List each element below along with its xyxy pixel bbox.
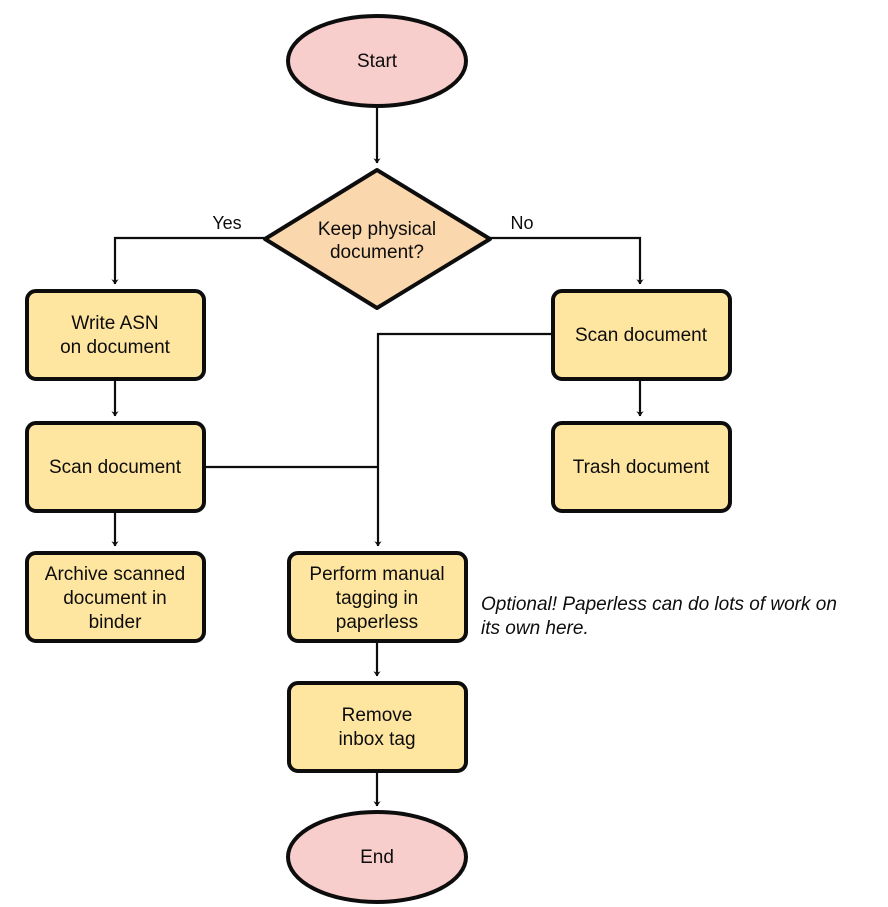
node-write-asn[interactable]: Write ASN on document	[25, 289, 206, 381]
trash-box	[551, 421, 732, 513]
edge-label-yes: Yes	[212, 213, 241, 233]
node-perform-manual-tagging[interactable]: Perform manual tagging in paperless	[287, 551, 468, 643]
start-ellipse	[286, 14, 468, 108]
remove-inbox-label-line1: Remove	[342, 705, 413, 726]
archive-label-line3: binder	[89, 612, 142, 633]
annotation-line2: its own here.	[481, 618, 589, 639]
archive-label-line1: Archive scanned	[45, 564, 185, 585]
write-asn-box	[25, 289, 206, 381]
write-asn-label-line1: Write ASN	[71, 313, 158, 334]
node-decision-keep-physical-document[interactable]: Keep physical document?	[263, 168, 492, 310]
edge-label-no: No	[510, 213, 533, 233]
annotation-line1: Optional! Paperless can do lots of work …	[481, 594, 837, 615]
decision-label-line2: document?	[330, 242, 424, 263]
tagging-label-line2: tagging in	[336, 588, 418, 609]
node-archive-scanned-document[interactable]: Archive scanned document in binder	[25, 551, 206, 643]
end-ellipse	[286, 810, 468, 904]
decision-diamond	[263, 168, 492, 310]
write-asn-label-line2: on document	[60, 337, 171, 358]
annotation-optional-paperless: Optional! Paperless can do lots of work …	[481, 594, 837, 639]
node-scan-document-right[interactable]: Scan document	[551, 289, 732, 381]
scan-right-label: Scan document	[575, 325, 708, 346]
end-label: End	[360, 847, 394, 868]
scan-left-label: Scan document	[49, 457, 182, 478]
node-start[interactable]: Start	[286, 14, 468, 108]
edge-decision-yes-to-write-asn	[111, 236, 265, 285]
edge-scan-right-to-tagging	[374, 332, 553, 547]
trash-label: Trash document	[573, 457, 710, 478]
remove-inbox-label-line2: inbox tag	[338, 729, 415, 750]
node-end[interactable]: End	[286, 810, 468, 904]
archive-label-line2: document in	[63, 588, 167, 609]
decision-label-line1: Keep physical	[318, 219, 436, 240]
tagging-box	[287, 551, 468, 643]
tagging-label-line1: Perform manual	[309, 564, 444, 585]
node-remove-inbox-tag[interactable]: Remove inbox tag	[287, 681, 468, 773]
scan-right-box	[551, 289, 732, 381]
edge-decision-no-to-scan-right	[490, 236, 644, 285]
node-trash-document[interactable]: Trash document	[551, 421, 732, 513]
remove-inbox-box	[287, 681, 468, 773]
scan-left-box	[25, 421, 206, 513]
tagging-label-line3: paperless	[336, 612, 418, 633]
archive-box	[25, 551, 206, 643]
start-label: Start	[357, 51, 398, 72]
node-scan-document-left[interactable]: Scan document	[25, 421, 206, 513]
